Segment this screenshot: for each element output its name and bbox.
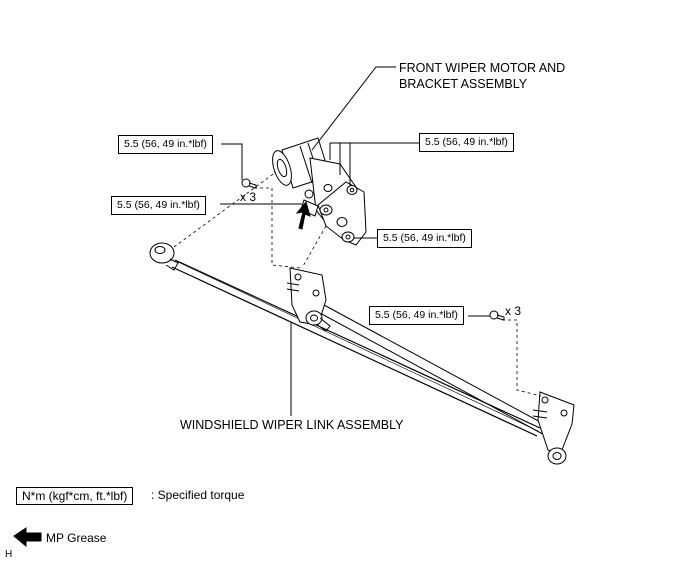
torque-box-lower-right: 5.5 (56, 49 in.*lbf): [377, 229, 472, 248]
motor-label-line2: BRACKET ASSEMBLY: [399, 77, 528, 91]
grease-point-arrow: [295, 200, 311, 230]
motor-label-line1: FRONT WIPER MOTOR AND: [399, 61, 566, 75]
mp-grease-legend-arrow: [13, 527, 42, 548]
wiper-motor: [272, 137, 367, 246]
bolt-right: [489, 310, 505, 321]
leader-lines: [220, 66, 490, 416]
torque-box-upper-left: 5.5 (56, 49 in.*lbf): [118, 135, 213, 154]
torque-box-middle-left: 5.5 (56, 49 in.*lbf): [111, 196, 206, 215]
quantity-left: x 3: [240, 190, 257, 204]
torque-box-upper-right: 5.5 (56, 49 in.*lbf): [419, 133, 514, 152]
wiper-link-assembly: [149, 242, 575, 465]
legend-unit-text: : Specified torque: [151, 488, 245, 502]
torque-box-far-right: 5.5 (56, 49 in.*lbf): [369, 306, 464, 325]
quantity-right: x 3: [505, 304, 522, 318]
legend-grease-text: MP Grease: [46, 531, 107, 545]
link-label: WINDSHIELD WIPER LINK ASSEMBLY: [180, 418, 404, 432]
figure-code: H: [5, 549, 13, 560]
bolt-left: [241, 178, 257, 189]
alignment-lines: [173, 171, 542, 397]
legend-unit-box: N*m (kgf*cm, ft.*lbf): [16, 487, 134, 505]
